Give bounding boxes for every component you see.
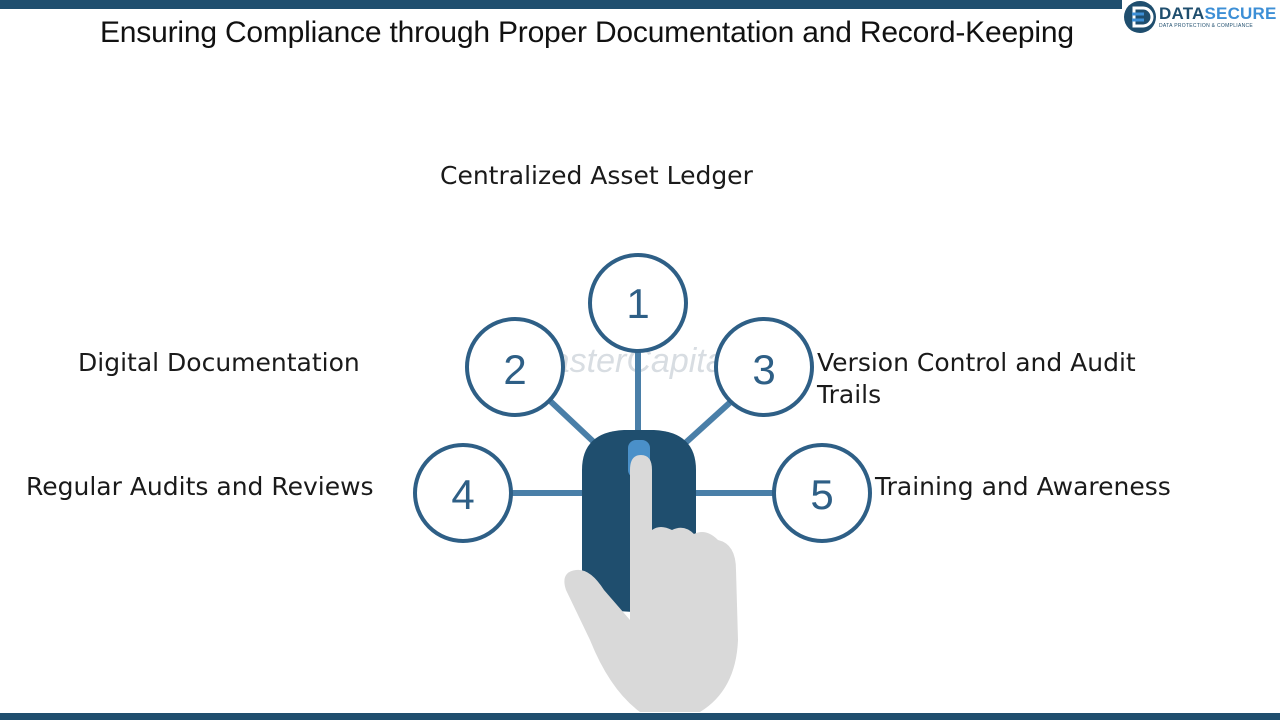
connector-3 bbox=[679, 395, 738, 449]
node-3-label-line1: Version Control and Audit bbox=[817, 348, 1136, 377]
node-3-number: 3 bbox=[752, 346, 775, 393]
slide-title: Ensuring Compliance through Proper Docum… bbox=[100, 16, 1074, 49]
datasecure-logo: DATASECURE DATA PROTECTION & COMPLIANCE bbox=[1121, 0, 1280, 36]
node-2-circle bbox=[465, 317, 565, 417]
hand-shape bbox=[564, 455, 738, 712]
node-3-label: Version Control and Audit Trails bbox=[817, 347, 1136, 411]
node-5-circle bbox=[772, 443, 872, 543]
node-5-number: 5 bbox=[810, 471, 833, 518]
node-3-label-line2: Trails bbox=[817, 380, 882, 409]
node-1-circle bbox=[588, 253, 688, 353]
logo-wordmark-data: DATA bbox=[1159, 4, 1205, 23]
node-2-label: Digital Documentation bbox=[78, 348, 360, 377]
node-4-circle bbox=[413, 443, 513, 543]
node-1-number: 1 bbox=[626, 280, 649, 327]
hand-pointer-mouse-icon bbox=[564, 430, 738, 712]
connector-2 bbox=[544, 395, 601, 449]
node-4-number: 4 bbox=[451, 471, 474, 518]
node-4-label: Regular Audits and Reviews bbox=[26, 472, 374, 501]
node-2-number: 2 bbox=[503, 346, 526, 393]
logo-tagline: DATA PROTECTION & COMPLIANCE bbox=[1159, 23, 1254, 29]
logo-wordmark-secure: SECURE bbox=[1204, 4, 1277, 23]
node-circles bbox=[413, 253, 872, 543]
node-5-label: Training and Awareness bbox=[875, 472, 1171, 501]
node-1-label: Centralized Asset Ledger bbox=[440, 161, 753, 190]
bottom-accent-bar bbox=[0, 713, 1280, 720]
logo-wordmark: DATASECURE bbox=[1159, 4, 1277, 24]
node-3-circle bbox=[714, 317, 814, 417]
datasecure-logo-icon bbox=[1124, 1, 1156, 33]
node-numbers: 1 2 3 4 5 bbox=[451, 280, 833, 518]
top-accent-bar bbox=[0, 0, 1122, 9]
